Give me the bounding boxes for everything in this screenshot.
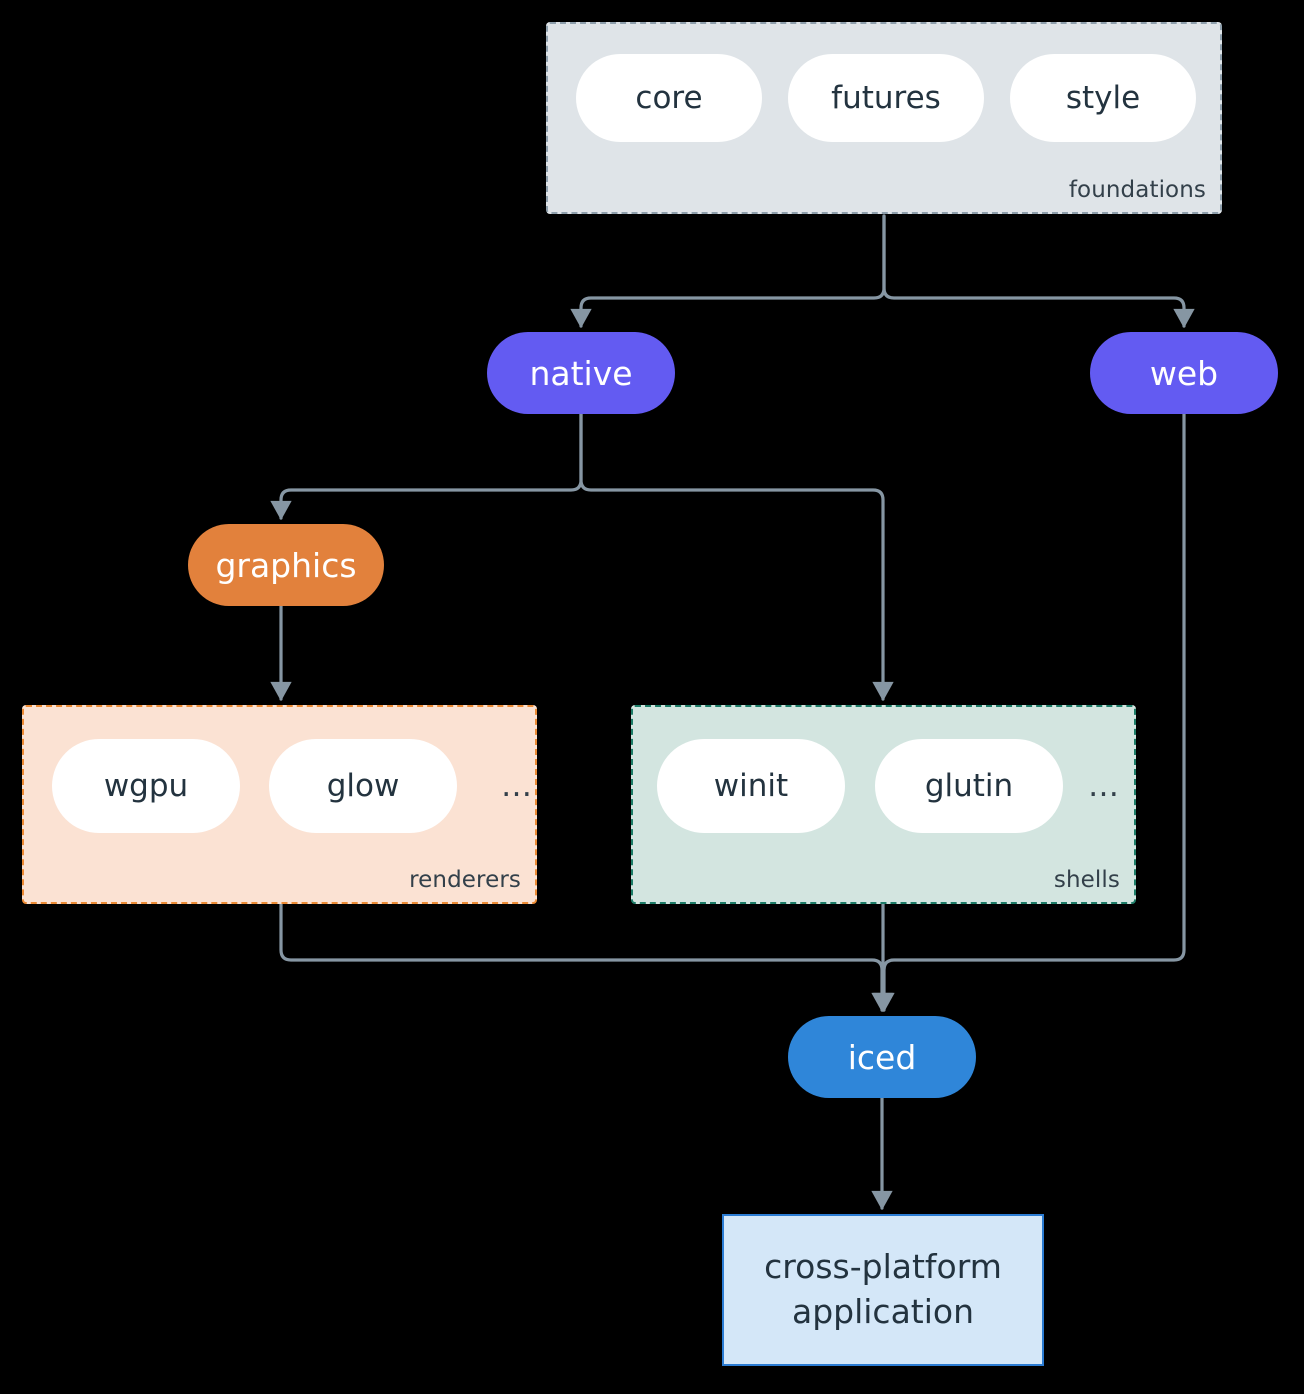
node-renderers-ellipsis: … [501, 768, 532, 804]
node-glow[interactable]: glow [269, 739, 457, 833]
edge-foundations-web [882, 214, 1195, 329]
application-label-line1: cross-platform [764, 1247, 1002, 1287]
subgraph-foundations: core futures style foundations [546, 22, 1222, 214]
edge-native-graphics [270, 412, 583, 521]
node-native[interactable]: native [487, 332, 675, 414]
node-iced[interactable]: iced [788, 1016, 976, 1098]
edge-renderers-iced [279, 902, 893, 1013]
node-wgpu[interactable]: wgpu [52, 739, 240, 833]
application-label-line2: application [791, 1292, 975, 1331]
subgraph-shells: winit glutin … shells [631, 705, 1136, 904]
node-winit[interactable]: winit [657, 739, 845, 833]
subgraph-renderers: wgpu glow … renderers [22, 705, 537, 904]
node-graphics[interactable]: graphics [188, 524, 384, 606]
node-cross-platform-application[interactable]: cross-platform application [722, 1214, 1044, 1366]
edge-foundations-native [570, 214, 886, 329]
node-glutin[interactable]: glutin [875, 739, 1063, 833]
node-futures[interactable]: futures [788, 54, 984, 142]
subgraph-label-renderers: renderers [409, 867, 521, 893]
edge-native-shells [579, 412, 894, 702]
subgraph-label-foundations: foundations [1068, 177, 1206, 203]
node-shells-ellipsis: … [1088, 768, 1119, 804]
node-web[interactable]: web [1090, 332, 1278, 414]
node-core[interactable]: core [576, 54, 762, 142]
subgraph-label-shells: shells [1053, 867, 1120, 893]
node-style[interactable]: style [1010, 54, 1196, 142]
